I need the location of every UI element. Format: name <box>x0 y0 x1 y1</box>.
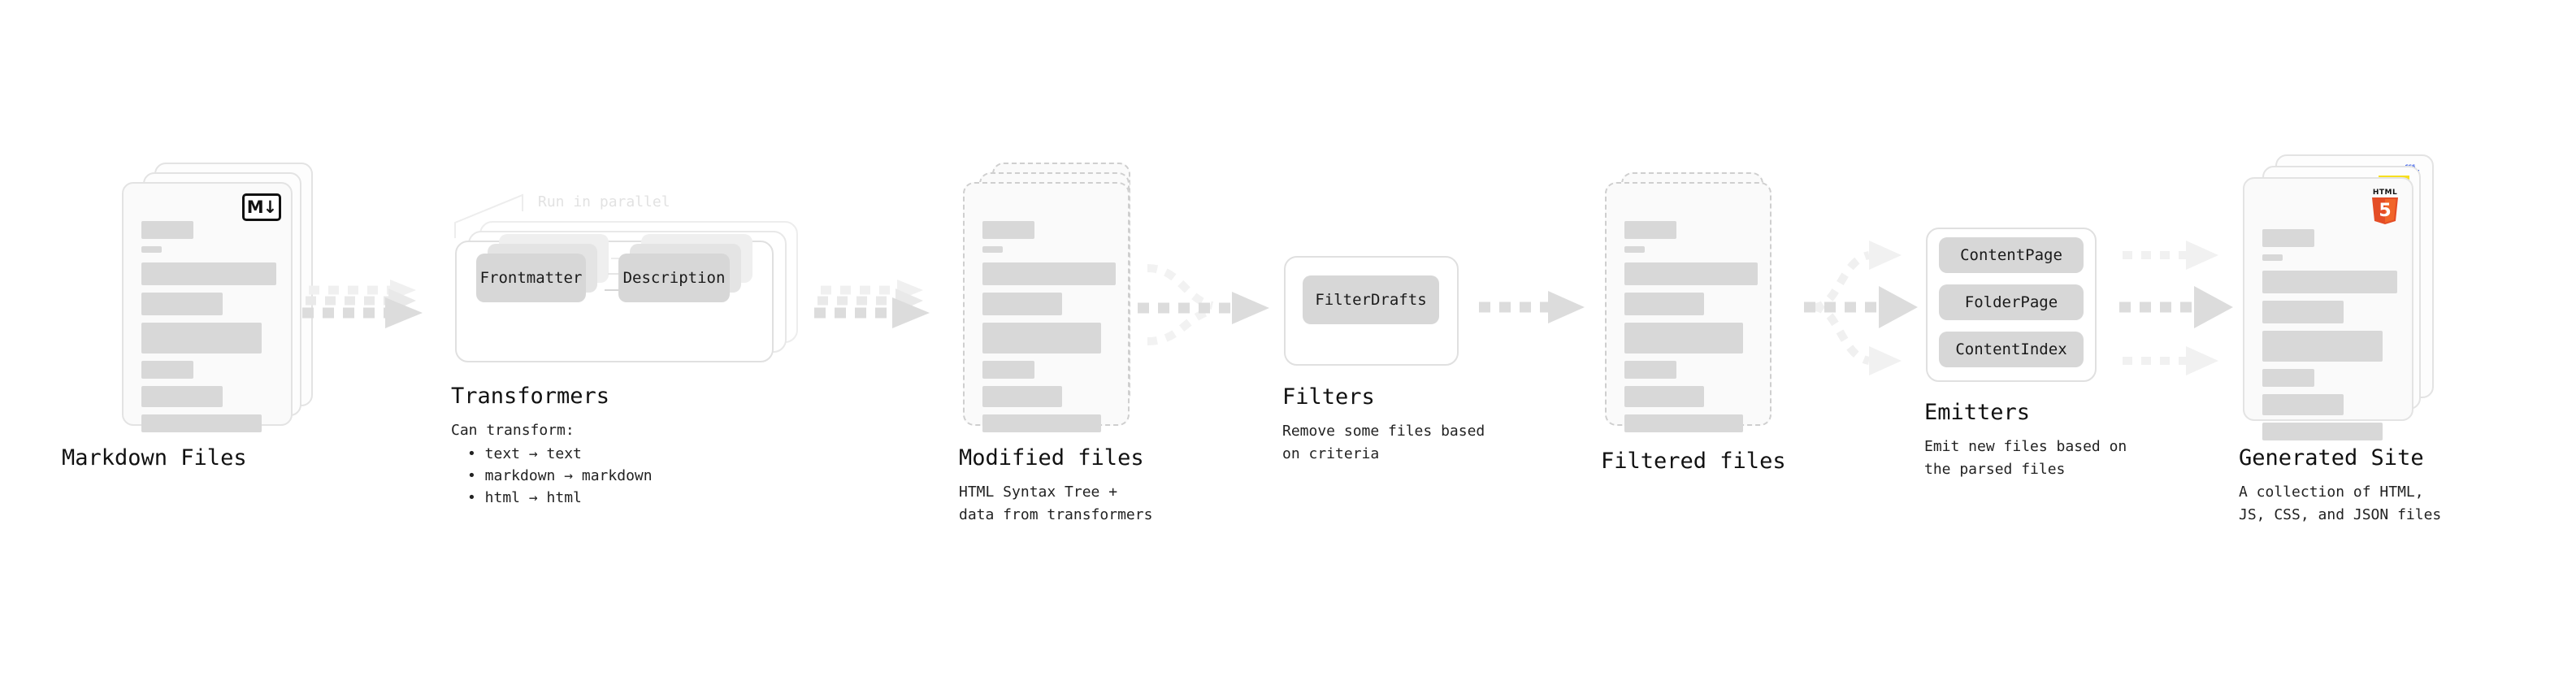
html5-badge: HTML 5 <box>2366 185 2404 226</box>
card-front <box>963 182 1130 432</box>
line <box>141 386 223 407</box>
line <box>1624 414 1743 432</box>
line <box>141 293 223 315</box>
line <box>2262 394 2344 415</box>
stage-description: Emit new files based on the parsed files <box>1924 438 2127 478</box>
stage-description: Can transform: <box>451 422 575 439</box>
stage-title: Transformers <box>451 384 610 409</box>
stage-markdown-files: M↓ Markdown Files <box>62 163 325 471</box>
line <box>1624 221 1676 239</box>
line <box>141 414 262 432</box>
stage-title: Emitters <box>1924 400 2031 425</box>
stage-title: Modified files <box>959 445 1144 471</box>
placeholder-lines <box>1624 221 1758 440</box>
chip-contentpage[interactable]: ContentPage <box>1939 237 2084 273</box>
line <box>1624 361 1676 379</box>
stage-title: Filters <box>1282 384 1375 410</box>
line <box>1624 262 1758 285</box>
chip-filterdrafts[interactable]: FilterDrafts <box>1303 275 1439 324</box>
stage-title: Filtered files <box>1601 449 1786 474</box>
line <box>141 323 262 354</box>
transform-bullet-2: • html → html <box>467 489 582 506</box>
transform-bullet-1: • markdown → markdown <box>467 467 653 484</box>
connector-transformers-to-modified <box>814 280 930 328</box>
line <box>2262 301 2344 323</box>
line <box>2262 254 2283 261</box>
chip-frontmatter[interactable]: Frontmatter <box>476 254 586 302</box>
placeholder-lines <box>2262 229 2397 448</box>
line <box>141 262 276 285</box>
placeholder-lines <box>141 221 276 440</box>
connector-emitters-to-generated <box>2119 241 2233 375</box>
line <box>2262 271 2397 293</box>
line <box>982 386 1062 407</box>
connector-filtered-to-emitters <box>1804 241 1918 375</box>
generated-file-stack: CSS HTML 5 <box>2243 154 2454 440</box>
svg-text:HTML: HTML <box>2373 189 2397 197</box>
chip-description[interactable]: Description <box>618 254 730 302</box>
card-front: M↓ <box>122 182 293 432</box>
line <box>141 246 162 253</box>
stage-title: Generated Site <box>2239 445 2424 471</box>
card-front <box>1605 182 1772 432</box>
placeholder-lines <box>982 221 1116 440</box>
line <box>982 221 1034 239</box>
stage-generated-site: CSS HTML 5 <box>2239 154 2454 523</box>
svg-text:5: 5 <box>2379 201 2391 221</box>
line <box>1624 246 1645 253</box>
line <box>2262 423 2383 440</box>
line <box>2262 229 2314 247</box>
stage-description: A collection of HTML, JS, CSS, and JSON … <box>2239 484 2442 523</box>
markdown-badge: M↓ <box>242 193 281 221</box>
line <box>2262 331 2383 362</box>
chip-contentindex[interactable]: ContentIndex <box>1939 332 2084 367</box>
line <box>982 293 1062 315</box>
markdown-file-stack: M↓ <box>122 163 325 432</box>
line <box>2262 369 2314 387</box>
line <box>141 221 193 239</box>
line <box>141 361 193 379</box>
run-in-parallel-label: Run in parallel <box>538 193 670 210</box>
stage-title: Markdown Files <box>62 445 247 471</box>
line <box>1624 386 1704 407</box>
card-front: HTML 5 <box>2243 177 2413 440</box>
line <box>982 414 1101 432</box>
line <box>1624 323 1743 354</box>
line <box>982 246 1003 253</box>
connector-filters-to-filtered <box>1479 291 1585 323</box>
line <box>982 262 1116 285</box>
line <box>1624 293 1704 315</box>
filtered-file-stack <box>1605 172 1808 440</box>
stage-modified-files: Modified files HTML Syntax Tree + data f… <box>959 163 1166 523</box>
modified-file-stack <box>963 163 1166 432</box>
stage-description: Remove some files based on criteria <box>1282 423 1485 462</box>
transform-bullet-0: • text → text <box>467 445 582 462</box>
line <box>982 361 1034 379</box>
line <box>982 323 1101 354</box>
stage-description: HTML Syntax Tree + data from transformer… <box>959 484 1153 523</box>
stage-filtered-files: Filtered files <box>1601 172 1808 474</box>
chip-folderpage[interactable]: FolderPage <box>1939 284 2084 320</box>
